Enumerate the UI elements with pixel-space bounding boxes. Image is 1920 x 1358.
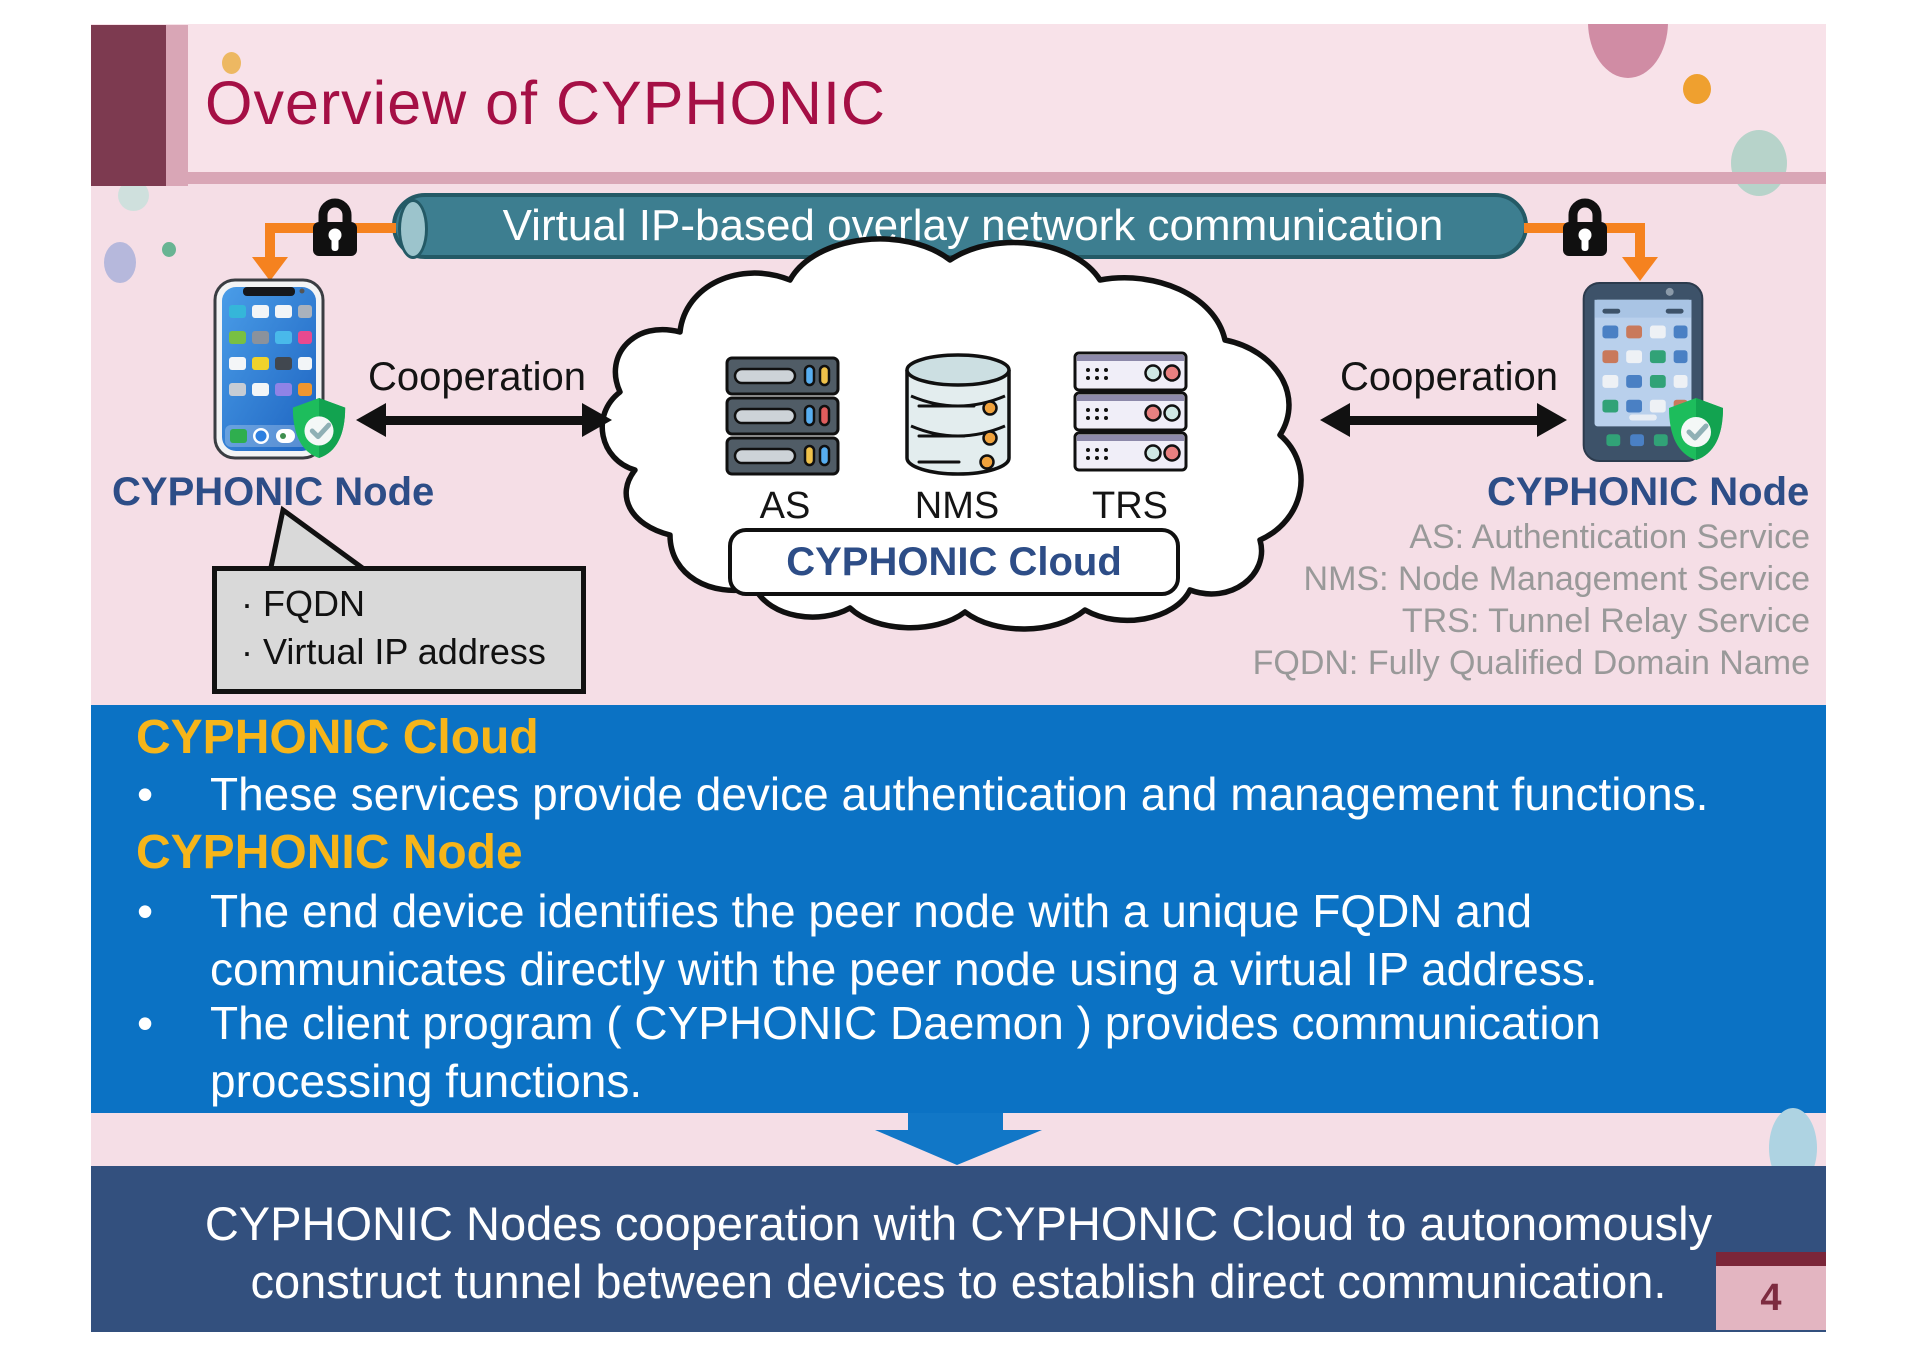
info-node-bullet1-line2: communicates directly with the peer node…	[210, 943, 1598, 995]
info-box: CYPHONIC Cloud • These services provide …	[91, 705, 1826, 1113]
cyphonic-cloud-label: CYPHONIC Cloud	[786, 539, 1122, 584]
callout-item: · FQDN	[241, 583, 365, 625]
legend: AS: Authentication Service NMS: Node Man…	[1141, 516, 1810, 684]
left-node-label: CYPHONIC Node	[112, 470, 435, 514]
node-info-callout: · FQDN · Virtual IP address	[212, 566, 586, 694]
trs-server-icon	[1073, 351, 1188, 472]
trs-label: TRS	[1092, 485, 1168, 527]
banner-cap	[398, 199, 428, 259]
right-secure-link-drop	[1635, 223, 1645, 259]
callout-item: · Virtual IP address	[241, 631, 546, 673]
shield-check-icon-right	[1669, 398, 1723, 460]
page-title: Overview of CYPHONIC	[205, 69, 886, 137]
cooperation-arrow-left	[356, 403, 612, 437]
callout-item-label: Virtual IP address	[263, 631, 546, 672]
cyphonic-cloud-box: CYPHONIC Cloud	[728, 528, 1180, 596]
info-cloud-bullet: These services provide device authentica…	[210, 768, 1709, 820]
lock-icon	[1563, 198, 1607, 256]
as-label: AS	[759, 485, 811, 527]
left-secure-link-drop	[265, 223, 275, 259]
info-node-bullet1-line1: The end device identifies the peer node …	[210, 885, 1533, 937]
cooperation-arrow-right	[1320, 403, 1567, 437]
lock-icon	[313, 198, 357, 256]
green-dot-decoration	[162, 242, 176, 257]
conclusion-line2: construct tunnel between devices to esta…	[250, 1255, 1667, 1308]
left-secure-link-arrowhead	[252, 257, 288, 281]
title-band	[91, 24, 1826, 172]
info-node-bullet2-line2: processing functions.	[210, 1055, 643, 1107]
legend-line: AS: Authentication Service	[1409, 518, 1810, 556]
smartphone-icon-right	[1582, 282, 1704, 462]
banner-label: Virtual IP-based overlay network communi…	[502, 201, 1444, 250]
yellow-dot-decoration	[222, 52, 241, 74]
bullet-dot: •	[137, 768, 154, 820]
nms-label: NMS	[914, 485, 1000, 527]
orange-dot-decoration	[1683, 74, 1711, 104]
legend-line: NMS: Node Management Service	[1303, 560, 1810, 598]
conclusion-box: CYPHONIC Nodes cooperation with CYPHONIC…	[91, 1166, 1826, 1332]
info-heading-cloud: CYPHONIC Cloud	[136, 711, 539, 764]
overlay-network-banner: Virtual IP-based overlay network communi…	[392, 193, 1528, 259]
right-secure-link-arrowhead	[1622, 257, 1658, 281]
right-node-label: CYPHONIC Node	[1487, 470, 1810, 514]
callout-tail	[267, 505, 375, 574]
slide: Overview of CYPHONIC Virtual IP-based ov…	[91, 24, 1826, 1332]
down-arrow	[875, 1113, 1042, 1165]
legend-line: TRS: Tunnel Relay Service	[1401, 602, 1810, 640]
conclusion-line1: CYPHONIC Nodes cooperation with CYPHONIC…	[204, 1197, 1713, 1250]
bullet-dot: ·	[241, 631, 253, 672]
page-number-accent	[1716, 1252, 1826, 1266]
title-accent-strip	[166, 25, 188, 186]
shield-check-icon-left	[292, 397, 346, 459]
bullet-dot: •	[137, 885, 154, 937]
lavender-dot-decoration	[104, 242, 136, 283]
info-node-bullet2-line1: The client program ( CYPHONIC Daemon ) p…	[210, 997, 1601, 1049]
callout-item-label: FQDN	[263, 583, 366, 624]
legend-line: FQDN: Fully Qualified Domain Name	[1252, 644, 1810, 682]
title-accent-block	[91, 25, 166, 186]
page-number: 4	[1716, 1266, 1826, 1330]
nms-database-icon	[905, 353, 1011, 476]
cooperation-label-left: Cooperation	[368, 355, 586, 399]
info-heading-node: CYPHONIC Node	[136, 826, 523, 879]
bullet-dot: ·	[241, 583, 253, 624]
teal-ellipse-decoration	[1731, 130, 1787, 196]
as-server-icon	[725, 356, 840, 476]
title-divider	[91, 172, 1826, 184]
bullet-dot: •	[137, 997, 154, 1049]
cooperation-label-right: Cooperation	[1340, 355, 1558, 399]
